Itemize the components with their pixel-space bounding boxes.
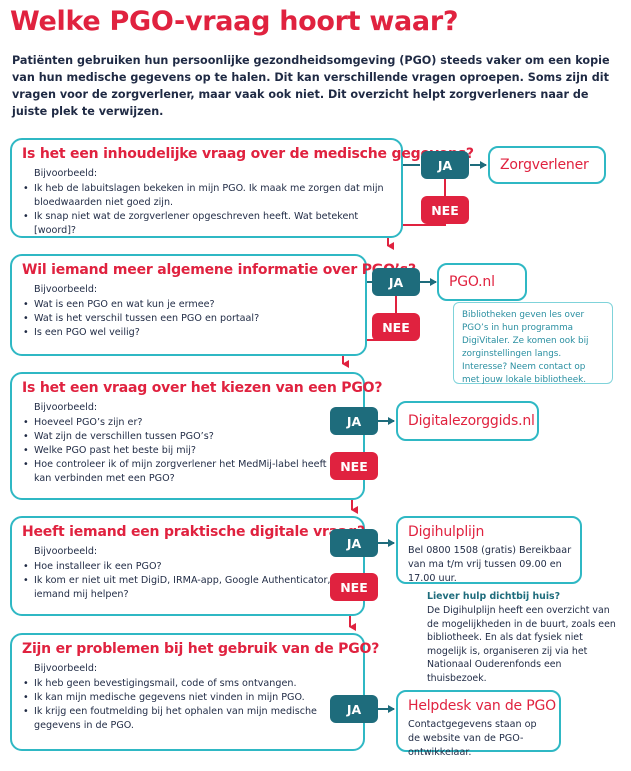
question-4-examples: Hoe installeer ik een PGO? Ik kom er nie… bbox=[22, 560, 357, 602]
answer-title: Zorgverlener bbox=[500, 157, 589, 173]
answer-box-helpdesk: Helpdesk van de PGO Contactgegevens staa… bbox=[396, 690, 561, 758]
example-item: Hoe installeer ik een PGO? bbox=[22, 560, 357, 574]
nee-badge-4: NEE bbox=[330, 573, 378, 601]
answer-title: Helpdesk van de PGO bbox=[408, 698, 556, 714]
question-3-title: Is het een vraag over het kiezen van een… bbox=[22, 380, 383, 396]
info-text: Bibliotheken geven les over PGO’s in hun… bbox=[462, 310, 589, 385]
example-item: Wat is een PGO en wat kun je ermee? bbox=[22, 298, 359, 312]
page-title: Welke PGO-vraag hoort waar? bbox=[10, 6, 459, 37]
question-box-5: Zijn er problemen bij het gebruik van de… bbox=[10, 633, 379, 751]
nee-badge-2: NEE bbox=[372, 313, 420, 341]
example-label: Bijvoorbeeld: bbox=[34, 402, 98, 413]
question-box-2: Wil iemand meer algemene informatie over… bbox=[10, 254, 416, 356]
question-5-examples: Ik heb geen bevestigingsmail, code of sm… bbox=[22, 677, 357, 733]
example-item: Is een PGO wel veilig? bbox=[22, 326, 359, 340]
example-item: Welke PGO past het beste bij mij? bbox=[22, 444, 357, 458]
question-2-title: Wil iemand meer algemene informatie over… bbox=[22, 262, 416, 278]
info-text: De Digihulplijn heeft een overzicht van … bbox=[427, 605, 616, 684]
example-item: Ik heb geen bevestigingsmail, code of sm… bbox=[22, 677, 357, 691]
question-2-examples: Wat is een PGO en wat kun je ermee? Wat … bbox=[22, 298, 359, 340]
answer-box-pgo-nl: PGO.nl bbox=[437, 263, 527, 301]
question-3-examples: Hoeveel PGO’s zijn er? Wat zijn de versc… bbox=[22, 416, 357, 486]
example-item: Ik kan mijn medische gegevens niet vinde… bbox=[22, 691, 357, 705]
example-item: Hoeveel PGO’s zijn er? bbox=[22, 416, 357, 430]
nee-badge-1: NEE bbox=[421, 196, 469, 224]
question-1-title: Is het een inhoudelijke vraag over de me… bbox=[22, 146, 474, 162]
ja-badge-4: JA bbox=[330, 529, 378, 557]
example-item: Ik kom er niet uit met DigiD, IRMA-app, … bbox=[22, 574, 357, 602]
example-item: Wat is het verschil tussen een PGO en po… bbox=[22, 312, 359, 326]
answer-title: PGO.nl bbox=[449, 274, 495, 290]
example-label: Bijvoorbeeld: bbox=[34, 546, 98, 557]
example-item: Ik heb de labuitslagen bekeken in mijn P… bbox=[22, 182, 395, 210]
answer-box-digihulplijn: Digihulplijn Bel 0800 1508 (gratis) Bere… bbox=[396, 516, 582, 584]
answer-box-digitalezorggids: Digitalezorggids.nl bbox=[396, 401, 539, 441]
example-label: Bijvoorbeeld: bbox=[34, 284, 98, 295]
intro-text: Patiënten gebruiken hun persoonlijke gez… bbox=[12, 54, 610, 118]
ja-badge-1: JA bbox=[421, 151, 469, 179]
info-box-bibliotheken: Bibliotheken geven les over PGO’s in hun… bbox=[453, 302, 613, 385]
answer-title: Digitalezorggids.nl bbox=[408, 413, 535, 429]
question-4-title: Heeft iemand een praktische digitale vra… bbox=[22, 524, 365, 540]
example-label: Bijvoorbeeld: bbox=[34, 663, 98, 674]
ja-badge-3: JA bbox=[330, 407, 378, 435]
nee-badge-3: NEE bbox=[330, 452, 378, 480]
question-box-4: Heeft iemand een praktische digitale vra… bbox=[10, 516, 365, 616]
example-item: Wat zijn de verschillen tussen PGO’s? bbox=[22, 430, 357, 444]
question-5-title: Zijn er problemen bij het gebruik van de… bbox=[22, 641, 380, 657]
answer-description: Contactgegevens staan op de website van … bbox=[408, 719, 537, 758]
answer-description: Bel 0800 1508 (gratis) Bereikbaar van ma… bbox=[408, 545, 572, 584]
example-item: Hoe controleer ik of mijn zorgverlener h… bbox=[22, 458, 357, 486]
example-label: Bijvoorbeeld: bbox=[34, 168, 98, 179]
example-item: Ik snap niet wat de zorgverlener opgesch… bbox=[22, 210, 395, 238]
answer-title: Digihulplijn bbox=[408, 524, 485, 540]
question-1-examples: Ik heb de labuitslagen bekeken in mijn P… bbox=[22, 182, 395, 238]
question-box-1: Is het een inhoudelijke vraag over de me… bbox=[10, 138, 474, 238]
answer-box-zorgverlener: Zorgverlener bbox=[488, 146, 606, 184]
question-box-3: Is het een vraag over het kiezen van een… bbox=[10, 372, 382, 500]
ja-badge-5: JA bbox=[330, 695, 378, 723]
example-item: Ik krijg een foutmelding bij het ophalen… bbox=[22, 705, 357, 733]
info-title: Liever hulp dichtbij huis? bbox=[427, 591, 561, 602]
ja-badge-2: JA bbox=[372, 268, 420, 296]
